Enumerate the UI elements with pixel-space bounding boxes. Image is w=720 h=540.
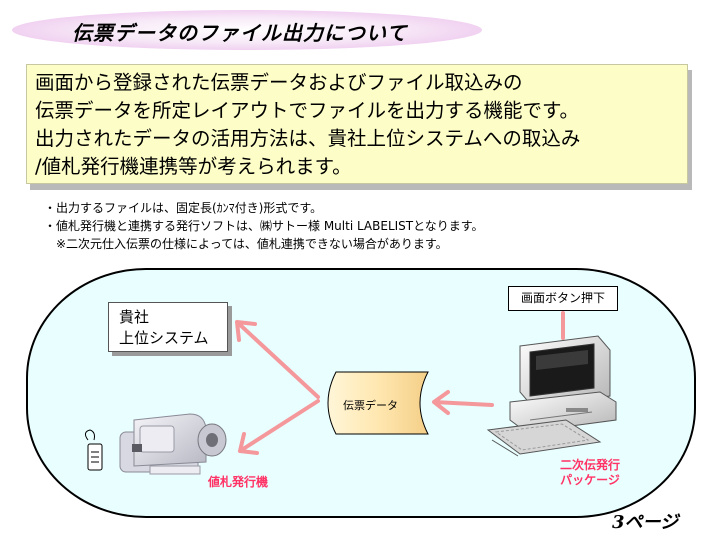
arrow-data-to-printer [238,399,320,455]
pc-label-line: パッケージ [560,473,620,487]
arrow-pc-to-data [432,390,494,415]
title-banner [12,10,482,50]
note-file-format: ・出力するファイルは、固定長(ｶﾝﾏ付き)形式です。 [44,201,323,215]
description-box: 画面から登録された伝票データおよびファイル取込みの 伝票データを所定レイアウトで… [26,64,688,184]
host-system-line: 貴社 [119,308,150,326]
pc-label-line: 二次伝発行 [559,458,620,472]
page-number: 3ページ [612,512,679,533]
host-system-line: 上位システム [119,329,209,347]
data-file-shape [327,371,429,435]
description-line: 出力されたデータの活用方法は、貴社上位システムへの取込み [35,127,581,150]
page-title: 伝票データのファイル出力について [72,21,408,45]
arrow-group [235,311,565,455]
screen-button-label: 画面ボタン押下 [508,286,618,311]
printer-label: 値札発行機 [208,475,269,489]
label-printer-icon [119,413,227,475]
computer-icon [486,335,617,457]
host-system-box: 貴社 上位システム [108,302,228,352]
description-line: 伝票データを所定レイアウトでファイルを出力する機能です。 [35,99,580,122]
data-file-label: 伝票データ [343,399,398,412]
note-caution: ※二次元仕入伝票の仕様によっては、値札連携できない場合があります。 [56,237,448,251]
arrow-data-to-host [235,320,320,399]
description-line: 画面から登録された伝票データおよびファイル取込みの [35,71,523,94]
handheld-tag-icon [84,429,103,471]
note-labelist: ・値札発行機と連携する発行ソフトは、㈱サトー様 Multi LABELISTとな… [44,219,484,233]
description-line: /値札発行機連携等が考えられます。 [35,155,352,178]
